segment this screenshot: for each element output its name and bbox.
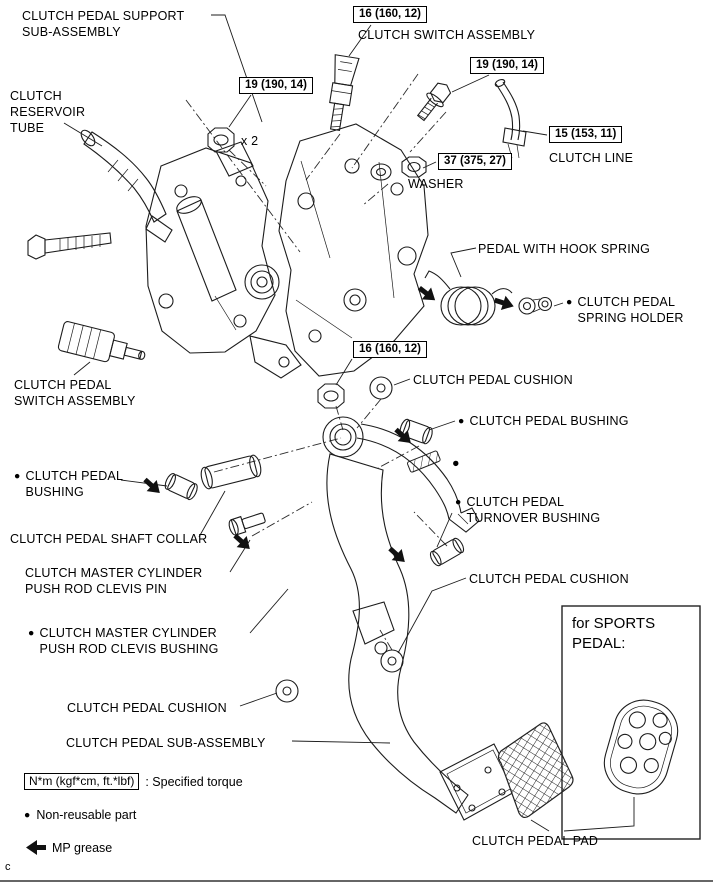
torque-spec-clutch-switch: 16 (160, 12) [353,6,428,23]
callout-clutch-pedal-spring-holder: ● CLUTCH PEDAL SPRING HOLDER [566,294,684,326]
page-footer-char: c [5,861,11,873]
bottom-edge-line [0,880,713,882]
callout-text: CLUTCH PEDAL BUSHING [469,414,629,428]
mp-grease-arrow-icon [26,840,46,855]
non-reusable-bullet: ● [14,470,21,482]
hook-spring-drawing [424,270,513,326]
pedal-switch-assembly-drawing [57,321,146,363]
clutch-line-drawing [494,79,527,159]
washer-drawing [370,163,392,181]
non-reusable-bullet-standalone: ● [452,456,460,470]
callout-clutch-pedal-cushion-bottom: CLUTCH PEDAL CUSHION [67,701,227,715]
callout-clutch-line: CLUTCH LINE [549,151,634,165]
callout-clutch-pedal-bushing-right: ● CLUTCH PEDAL BUSHING [458,413,629,429]
callout-text: CLUTCH PEDAL BUSHING [25,469,124,499]
bushing-left-drawing [164,473,198,501]
pedal-support-bracket-drawing [145,123,429,379]
leader-lines [63,14,635,832]
callout-clutch-pedal-sub-assembly: CLUTCH PEDAL SUB-ASSEMBLY [66,736,266,750]
callout-clutch-pedal-bushing-left: ● CLUTCH PEDAL BUSHING [14,468,123,500]
shaft-collar-drawing [200,454,262,490]
torque-spec-clutch-line: 15 (153, 11) [549,126,623,143]
sports-pedal-box-title: for SPORTS PEDAL: [572,615,656,652]
legend-specified-torque: N*m (kgf*cm, ft.*lbf) : Specified torque [24,773,243,790]
nut-19-drawing [207,127,235,153]
callout-pedal-with-hook-spring: PEDAL WITH HOOK SPRING [478,242,651,256]
non-reusable-bullet: ● [24,809,31,821]
callout-clutch-pedal-switch-assembly: CLUTCH PEDAL SWITCH ASSEMBLY [14,378,136,408]
bolt-19-drawing [416,82,452,122]
pedal-arm-drawing [322,416,519,821]
callout-clutch-pedal-pad: CLUTCH PEDAL PAD [472,834,599,848]
callout-pedal-support-sub-assembly: CLUTCH PEDAL SUPPORT SUB-ASSEMBLY [22,9,185,39]
callout-text: CLUTCH PEDAL TURNOVER BUSHING [466,495,601,525]
torque-spec-washer-nut: 37 (375, 27) [438,153,513,170]
sports-pedal-pad-drawing [603,699,679,795]
turnover-pin-drawing [407,450,441,473]
torque-units-box: N*m (kgf*cm, ft.*lbf) [24,773,140,790]
callout-text: CLUTCH MASTER CYLINDER PUSH ROD CLEVIS B… [39,626,219,656]
torque-spec-bolt-right: 19 (190, 14) [470,57,545,74]
torque-spec-nut-x2: 19 (190, 14) [239,77,314,94]
non-reusable-bullet: ● [458,415,465,427]
legend-text: Non-reusable part [36,808,137,822]
non-reusable-bullet: ● [566,296,573,308]
clevis-pin-drawing [228,512,266,536]
torque-spec-pivot-nut: 16 (160, 12) [353,341,428,358]
callout-clutch-pedal-shaft-collar: CLUTCH PEDAL SHAFT COLLAR [10,532,208,546]
clutch-switch-drawing [329,54,360,131]
non-reusable-bullet: ● [28,627,35,639]
callout-clevis-bushing: ● CLUTCH MASTER CYLINDER PUSH ROD CLEVIS… [28,625,219,657]
callout-text: CLUTCH PEDAL SPRING HOLDER [577,295,684,325]
non-reusable-bullet: ● [455,496,462,508]
callout-washer: WASHER [408,177,464,191]
callout-x2: x 2 [241,134,259,148]
spring-holder-drawing [518,296,553,315]
mounting-bolt-drawing [27,232,112,260]
legend-text: MP grease [52,840,113,855]
nut-37-drawing [401,156,427,178]
legend-mp-grease: MP grease [24,840,112,855]
callout-clutch-reservoir-tube: CLUTCH RESERVOIR TUBE [10,89,86,135]
callout-clutch-pedal-cushion-top: CLUTCH PEDAL CUSHION [413,373,573,387]
assembly-axis-lines [185,73,448,651]
turnover-bushing-drawing [429,537,465,567]
reservoir-tube-drawing [80,129,173,243]
callout-clutch-pedal-turnover-bushing: ● CLUTCH PEDAL TURNOVER BUSHING [455,494,600,526]
sports-pedal-box-border [561,605,701,840]
nut-16-drawing [317,383,345,409]
cushion-drawings [275,376,404,703]
callout-clutch-pedal-cushion-right: CLUTCH PEDAL CUSHION [469,572,629,586]
standard-pedal-pad-drawing [497,722,574,819]
legend-non-reusable-part: ● Non-reusable part [24,808,136,822]
torque-legend-text: : Specified torque [145,774,243,789]
callout-clutch-switch-assembly: CLUTCH SWITCH ASSEMBLY [358,28,536,42]
callout-clevis-pin: CLUTCH MASTER CYLINDER PUSH ROD CLEVIS P… [25,566,203,596]
